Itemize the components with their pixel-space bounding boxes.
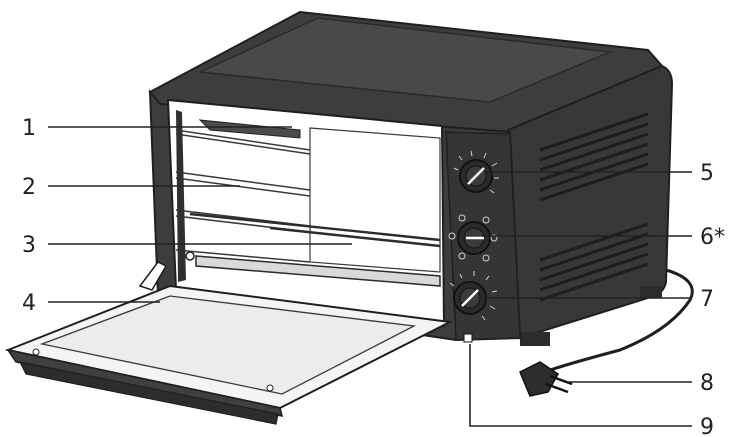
side-vents <box>539 112 649 302</box>
door-glass <box>39 295 417 395</box>
oven-top-panel <box>197 17 613 103</box>
door-thickness <box>6 348 284 417</box>
callout-label: 3 <box>22 233 36 258</box>
door-handle <box>18 361 279 425</box>
function-knob-icon <box>448 214 498 262</box>
cavity-left-wall <box>176 110 186 282</box>
door-hinge <box>138 261 168 291</box>
cavity-back-wall <box>309 127 441 273</box>
callout-label: 9 <box>700 415 714 437</box>
callout-label: 1 <box>22 116 36 141</box>
oven-illustration <box>4 10 694 425</box>
temperature-knob-icon <box>453 150 499 194</box>
callout-label: 7 <box>700 287 714 312</box>
oven-foot <box>640 286 662 298</box>
indicator-light-icon <box>463 333 473 343</box>
callout-labels: 1 2 3 4 5 6* 7 8 9 <box>22 116 725 437</box>
callout-label: 5 <box>700 161 714 186</box>
leader-lines <box>48 126 692 427</box>
callout-label: 8 <box>700 371 714 396</box>
power-cord <box>544 268 694 374</box>
callout-label: 2 <box>22 175 36 200</box>
leader-line-9 <box>469 344 692 427</box>
tray-screw <box>185 251 195 261</box>
oven-foot <box>520 332 550 346</box>
callout-label: 4 <box>22 291 36 316</box>
door-screw <box>266 384 274 392</box>
wire-rack <box>189 212 441 248</box>
timer-knob-icon <box>449 271 498 321</box>
callout-label: 6* <box>700 225 725 250</box>
baking-tray-edge <box>195 255 441 287</box>
door-screw <box>32 348 40 356</box>
